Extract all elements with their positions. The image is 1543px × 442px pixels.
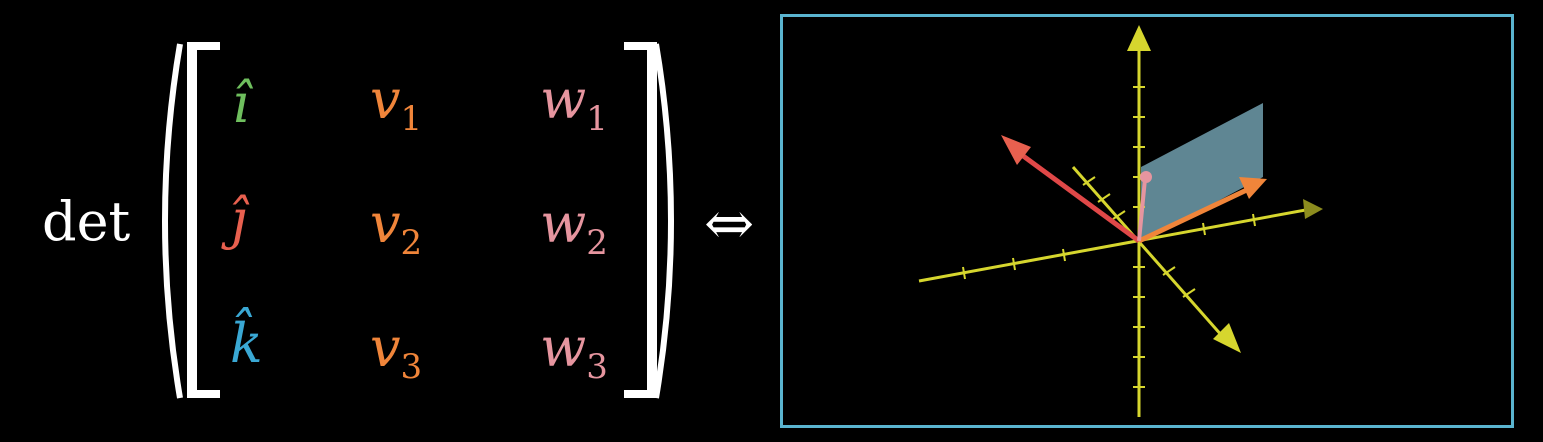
vector-w [1137,178,1147,242]
left-bracket [186,42,226,398]
w-symbol: w [540,316,587,379]
k-hat: k̂ [230,314,263,374]
3d-view-panel [780,14,1514,428]
right-parenthesis [652,40,692,402]
vector-v-arrowhead [1239,177,1267,199]
x-axis [918,207,1312,283]
w2-entry: w2 [540,194,608,273]
v1-entry: v1 [370,70,422,149]
axis-ticks [962,86,1256,388]
left-parenthesis [144,40,184,402]
equivalence-arrow: ⇔ [704,189,755,259]
w3-entry: w3 [540,318,608,397]
v2-entry: v2 [370,194,422,273]
i-hat-text: î [232,72,250,135]
w-symbol: w [540,192,587,255]
w-subscript: 1 [586,99,608,139]
w-subscript: 2 [586,223,608,263]
right-bracket [618,42,658,398]
v-subscript: 2 [400,223,423,263]
z-axis-arrowhead [1127,25,1151,51]
w-symbol: w [540,68,587,131]
det-label: det [42,190,131,253]
v-symbol: v [370,68,401,131]
j-hat-text: ĵ [230,188,247,251]
3d-axes-diagram [918,25,1323,417]
j-hat: ĵ [230,190,247,250]
v3-entry: v3 [370,318,422,397]
w-subscript: 3 [586,347,608,387]
y-axis [1071,166,1225,338]
w1-entry: w1 [540,70,608,149]
vector-w-tip [1140,171,1152,183]
vector-j-hat [1009,144,1141,244]
v-subscript: 1 [400,99,423,139]
vector-j-hat-arrowhead [1001,135,1031,165]
k-hat-text: k̂ [230,312,263,375]
y-axis-arrowhead [1213,323,1241,353]
x-axis-arrowhead [1303,199,1323,219]
v-symbol: v [370,316,401,379]
i-hat: î [232,74,249,134]
vector-v [1137,184,1255,244]
v-subscript: 3 [400,347,423,387]
v-symbol: v [370,192,401,255]
parallelogram-plane [1141,103,1263,242]
